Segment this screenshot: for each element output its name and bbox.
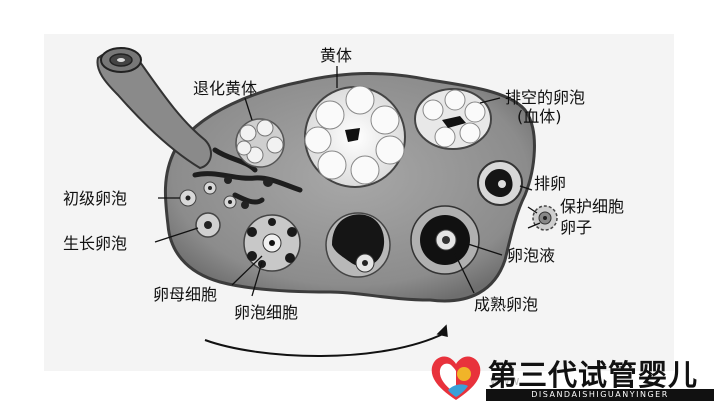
label-egg: 卵子 <box>560 218 593 237</box>
label-primary-follicle: 初级卵泡 <box>63 189 128 208</box>
label-mature-follicle: 成熟卵泡 <box>474 295 539 314</box>
regressing-corpus-luteum-shape <box>235 118 285 168</box>
leader-lines <box>154 66 541 297</box>
corpus-luteum-shape <box>304 85 406 188</box>
released-egg-shape <box>532 205 558 231</box>
logo-title: 第三代试管婴儿 <box>488 358 699 392</box>
label-empty-follicle: 排空的卵泡 <box>505 88 586 107</box>
blood-vessels <box>192 147 303 205</box>
label-follicle-cells: 卵泡细胞 <box>234 303 299 322</box>
sequence-arrow <box>204 332 446 357</box>
label-protective-cells: 保护细胞 <box>560 197 625 216</box>
heart-logo-icon <box>431 356 481 400</box>
primary-follicle-shape <box>179 181 237 209</box>
brand-logo: www.… 第三代试管婴儿 DISANDAISHIGUANYINGER <box>428 350 720 405</box>
label-oocyte: 卵母细胞 <box>153 285 218 304</box>
empty-follicle-shape <box>414 88 492 150</box>
label-blood-body: (血体) <box>517 107 562 126</box>
label-growing-follicle: 生长卵泡 <box>63 234 128 253</box>
label-corpus-luteum: 黄体 <box>320 46 353 65</box>
antral-follicle-shape <box>325 212 391 278</box>
follicle-with-cells-shape <box>243 214 301 272</box>
mature-follicle-shape <box>410 205 480 275</box>
ovulating-follicle-shape <box>477 160 523 206</box>
growing-follicle-shape <box>195 212 221 238</box>
label-follicular-fluid: 卵泡液 <box>507 246 556 265</box>
logo-watermark: www.… <box>490 374 535 388</box>
logo-subtitle: DISANDAISHIGUANYINGER <box>486 389 714 401</box>
label-regressing-corpus-luteum: 退化黄体 <box>193 79 258 98</box>
label-ovulation: 排卵 <box>534 174 567 193</box>
